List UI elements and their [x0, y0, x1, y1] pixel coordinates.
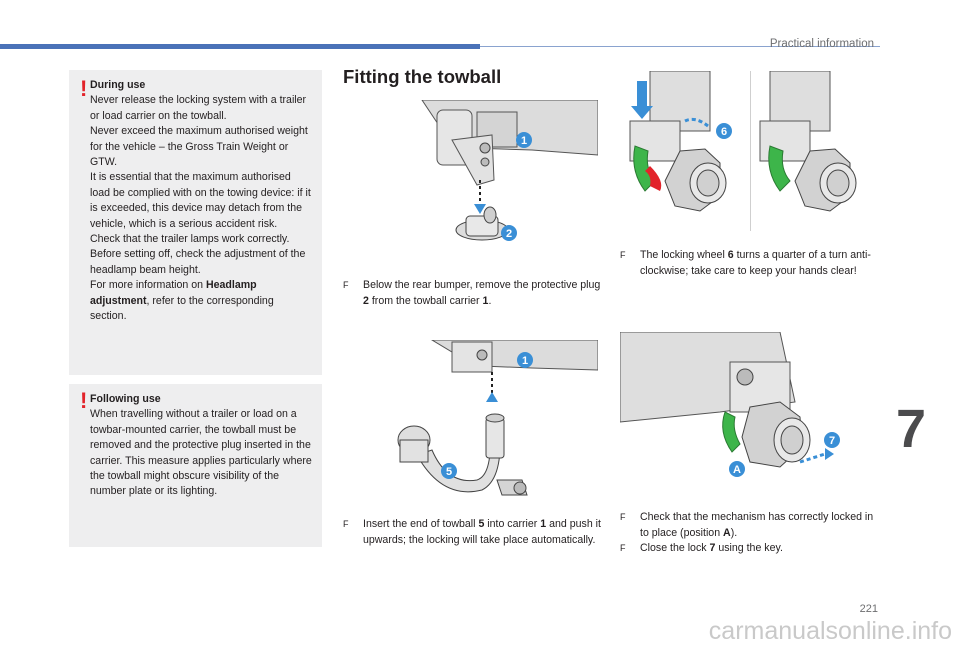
step-locking-wheel: F The locking wheel 6 turns a quarter of… [620, 248, 878, 279]
step-marker: F [343, 280, 349, 290]
step-marker: F [620, 512, 626, 522]
callout-6: 6 [716, 123, 732, 139]
warning-paragraph: For more information on [90, 279, 206, 292]
page-number: 221 [859, 603, 878, 615]
step-text: ). [730, 526, 738, 539]
warning-title: During use [90, 79, 146, 91]
warning-during-use-text: During use Never release the locking sys… [90, 78, 312, 325]
callout-1: 1 [517, 352, 533, 368]
figure-insert-towball: 1 5 [382, 340, 598, 505]
step-text: Insert the end of towball [363, 518, 479, 530]
ref: A [723, 526, 731, 539]
ref: 2 [363, 294, 369, 307]
callout-label: 1 [522, 355, 528, 367]
warning-paragraph: Before setting off, check the adjustment… [90, 248, 306, 276]
warning-paragraph: Check that the trailer lamps work correc… [90, 233, 290, 246]
warning-following-use-text: Following use When travelling without a … [90, 392, 312, 500]
callout-label: 6 [721, 126, 727, 138]
step-text: Close the lock [640, 542, 710, 554]
figure-remove-plug: 1 2 [382, 100, 598, 265]
header-accent-bar [0, 44, 480, 49]
section-title: Practical information [769, 38, 874, 50]
chapter-number: 7 [896, 399, 927, 459]
step-text: Check that the mechanism has correctly l… [640, 511, 874, 539]
step-check-lock: F Check that the mechanism has correctly… [620, 510, 878, 541]
callout-label: A [733, 464, 741, 476]
callout-7: 7 [824, 432, 840, 448]
callout-1: 1 [516, 132, 532, 148]
ref: 6 [727, 249, 734, 261]
step-text: The locking wheel [640, 249, 728, 261]
step-marker: F [343, 519, 349, 529]
ref: 1 [540, 518, 547, 530]
step-text: from the towball carrier [368, 294, 483, 307]
step-text: using the key. [715, 542, 783, 554]
callout-A: A [729, 461, 745, 477]
callout-label: 5 [446, 466, 452, 478]
step-text: Below the rear bumper, remove the protec… [363, 279, 601, 291]
ref: 1 [482, 294, 489, 307]
step-insert-towball: F Insert the end of towball 5 into carri… [343, 517, 601, 548]
warning-icon: ! [80, 76, 88, 101]
callout-label: 1 [521, 135, 527, 147]
warning-during-use: ! During use Never release the locking s… [69, 70, 322, 375]
warning-paragraph: , refer to the corresponding section. [90, 294, 274, 323]
callout-2: 2 [501, 225, 517, 241]
step-close-lock: F Close the lock 7 using the key. [620, 541, 878, 557]
figure-locking-wheel-after [755, 71, 880, 231]
warning-paragraph: When travelling without a trailer or loa… [90, 408, 312, 498]
step-text: . [488, 294, 492, 307]
step-marker: F [620, 543, 626, 553]
step-text: into carrier [484, 518, 541, 530]
figure-divider [750, 71, 751, 231]
page-heading: Fitting the towball [343, 66, 502, 87]
warning-icon: ! [80, 388, 88, 413]
warning-paragraph: Never exceed the maximum authorised weig… [90, 125, 308, 169]
callout-label: 7 [829, 435, 835, 447]
ref: 7 [709, 542, 716, 554]
figure-lock-position: 7 A [620, 332, 880, 492]
step-text: and push it upwards; the locking will ta… [363, 518, 601, 546]
step-text: turns a quarter of a turn anti-clockwise… [640, 249, 871, 277]
step-remove-plug: F Below the rear bumper, remove the prot… [343, 278, 601, 309]
warning-following-use: ! Following use When travelling without … [69, 384, 322, 547]
warning-paragraph: It is essential that the maximum authori… [90, 171, 311, 230]
warning-paragraph: Never release the locking system with a … [90, 94, 307, 122]
warning-title: Following use [90, 393, 161, 405]
ref: 5 [478, 518, 485, 530]
callout-5: 5 [441, 463, 457, 479]
cross-reference: Headlamp adjustment [90, 279, 257, 307]
figure-locking-wheel-before: 6 [620, 71, 745, 231]
step-marker: F [620, 250, 626, 260]
watermark: carmanualsonline.info [708, 617, 952, 645]
header-rule [480, 46, 880, 47]
callout-label: 2 [506, 228, 512, 240]
